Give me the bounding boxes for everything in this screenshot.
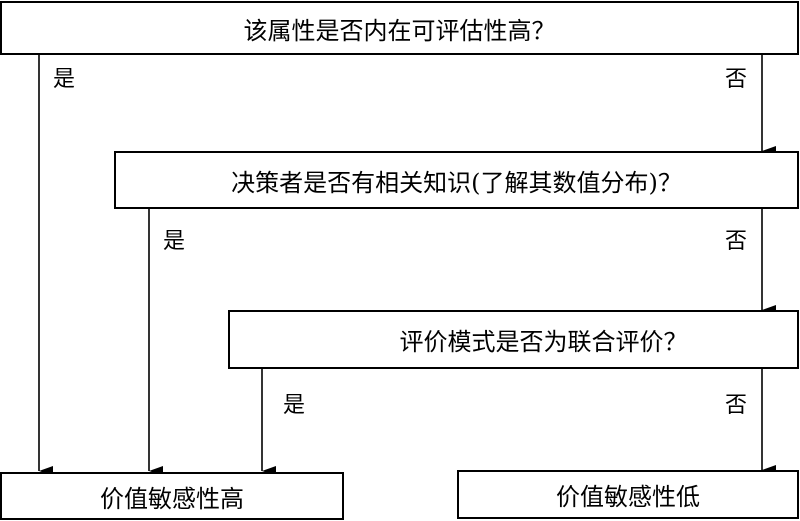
decision-node-evaluation-mode: 评价模式是否为联合评价？ bbox=[228, 310, 799, 369]
edge-label-q2-no: 否 bbox=[725, 229, 748, 254]
decision-node-intrinsic-evaluability: 该属性是否内在可评估性高？ bbox=[0, 1, 799, 55]
edge-label-q3-yes: 是 bbox=[283, 393, 306, 418]
edge-label-q3-no: 否 bbox=[725, 393, 748, 418]
edge-label-q1-no: 否 bbox=[725, 67, 748, 92]
outcome-node-low-sensitivity: 价值敏感性低 bbox=[457, 470, 799, 519]
edge-label-q2-yes: 是 bbox=[163, 229, 186, 254]
node-text: 评价模式是否为联合评价？ bbox=[399, 328, 688, 356]
node-text: 决策者是否有相关知识(了解其数值分布)？ bbox=[231, 168, 682, 197]
decision-node-decision-maker-knowledge: 决策者是否有相关知识(了解其数值分布)？ bbox=[114, 151, 799, 209]
node-text: 价值敏感性高 bbox=[100, 484, 244, 513]
node-text: 价值敏感性低 bbox=[556, 483, 700, 511]
outcome-node-high-sensitivity: 价值敏感性高 bbox=[0, 472, 344, 520]
node-text: 该属性是否内在可评估性高？ bbox=[243, 16, 556, 45]
edge-label-q1-yes: 是 bbox=[53, 67, 76, 92]
